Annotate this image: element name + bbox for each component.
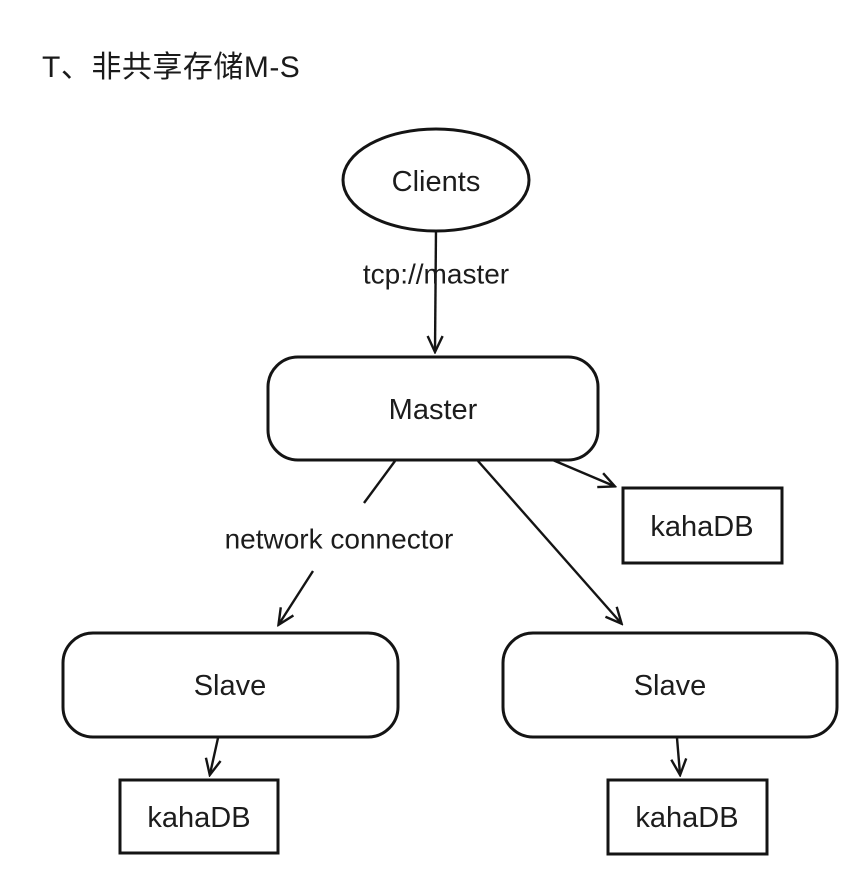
node-slave-left-kahadb: kahaDB (118, 778, 280, 855)
slave-left-box (61, 631, 400, 739)
node-clients: Clients (341, 127, 531, 233)
edge-master-to-slave-right (477, 460, 621, 623)
master-kahadb-box (621, 486, 784, 565)
slave-right-kahadb-box (606, 778, 769, 856)
node-master-kahadb: kahaDB (621, 486, 784, 565)
slave-left-kahadb-box (118, 778, 280, 855)
node-slave-right: Slave (501, 631, 839, 739)
slave-right-kahadb-label: kahaDB (635, 802, 738, 834)
node-master: Master (266, 355, 600, 462)
edge-label-tcp-master: tcp://master (363, 259, 509, 290)
edge-label-network-connector: network connector (225, 524, 454, 555)
node-slave-right-kahadb: kahaDB (606, 778, 769, 856)
slave-left-kahadb-label: kahaDB (147, 802, 250, 834)
clients-label: Clients (392, 166, 481, 198)
slave-left-label: Slave (194, 670, 267, 702)
edge-clients-to-master (435, 227, 436, 351)
edge-master-to-kahadb (547, 456, 614, 486)
slave-right-label: Slave (634, 670, 707, 702)
master-box (266, 355, 600, 462)
master-label: Master (389, 394, 478, 426)
page-title: T、非共享存储M-S (42, 51, 301, 84)
edge-network-connector-to-slave-left (279, 570, 315, 624)
slave-right-box (501, 631, 839, 739)
edge-master-to-network-connector (363, 460, 396, 504)
master-kahadb-label: kahaDB (650, 511, 753, 543)
node-slave-left: Slave (61, 631, 400, 739)
edge-slave-right-to-kahadb (677, 737, 680, 774)
edge-slave-left-to-kahadb (210, 737, 218, 774)
clients-ellipse (341, 127, 531, 233)
